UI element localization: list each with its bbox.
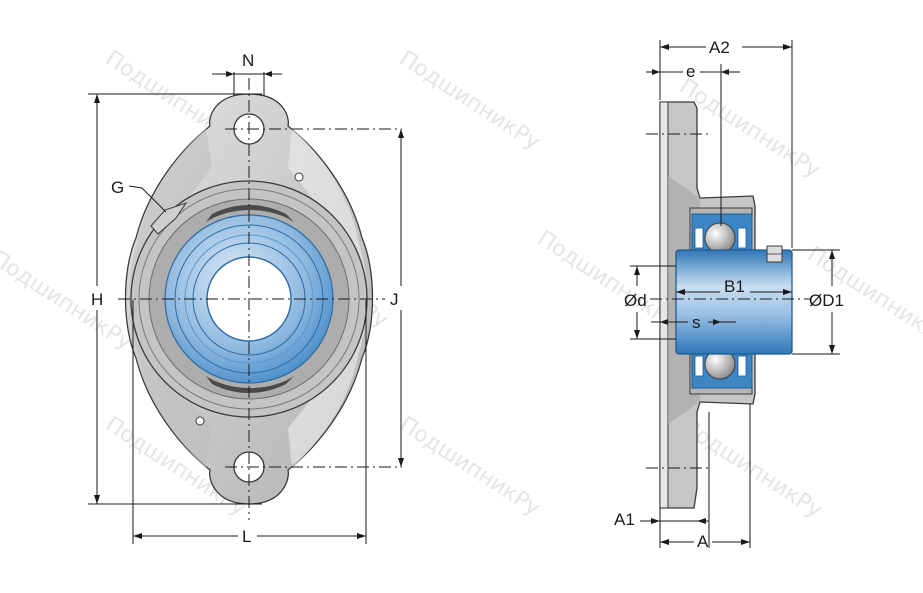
housing-dot (294, 172, 304, 182)
dimension-n: N (212, 51, 282, 96)
dimension-j: J (390, 129, 404, 467)
dimension-b1: B1 (676, 277, 792, 296)
label-g: G (111, 178, 124, 197)
label-a2: A2 (709, 38, 730, 57)
seal-bottom-right (737, 355, 747, 377)
watermark: ПодшипникРу (0, 246, 136, 355)
insert-inner-sleeve (675, 249, 793, 355)
ball-top (704, 222, 736, 254)
label-a: A (697, 532, 709, 551)
front-view: N G H J (88, 51, 404, 546)
label-n: N (242, 51, 254, 70)
watermark: ПодшипникРу (395, 412, 545, 521)
insert-slot-top (206, 205, 294, 222)
dimension-a1: A1 (614, 412, 710, 548)
grease-nipple (150, 202, 188, 235)
dimension-l: L (132, 300, 367, 546)
dimension-e: e (646, 62, 740, 226)
watermark: ПодшипникРу (677, 414, 827, 523)
side-view: A2 e Ød B1 (614, 38, 844, 551)
housing-dot (195, 416, 205, 426)
dimension-h: H (88, 93, 262, 505)
dimension-s: s (651, 313, 736, 332)
dimension-g: G (111, 178, 167, 213)
label-b1: B1 (724, 277, 745, 296)
seal-top-right (737, 227, 747, 249)
label-d1: ØD1 (809, 291, 844, 310)
dimension-a: A (660, 404, 751, 551)
insert-slot-bottom (206, 376, 294, 393)
dimension-d1: ØD1 (792, 249, 844, 355)
seal-bottom-left (694, 355, 704, 377)
label-l: L (242, 527, 251, 546)
dimension-a2: A2 (659, 38, 793, 248)
housing-highlight (288, 128, 367, 468)
dimension-d: Ød (624, 265, 676, 340)
label-e: e (686, 62, 695, 81)
side-flange-face (659, 101, 669, 509)
label-s: s (692, 313, 701, 332)
label-d: Ød (624, 291, 647, 310)
seal-top-left (694, 227, 704, 249)
label-j: J (390, 290, 399, 309)
label-a1: A1 (614, 510, 635, 529)
label-h: H (91, 290, 103, 309)
watermark: ПодшипникРу (395, 46, 545, 155)
housing-shade (129, 128, 212, 468)
